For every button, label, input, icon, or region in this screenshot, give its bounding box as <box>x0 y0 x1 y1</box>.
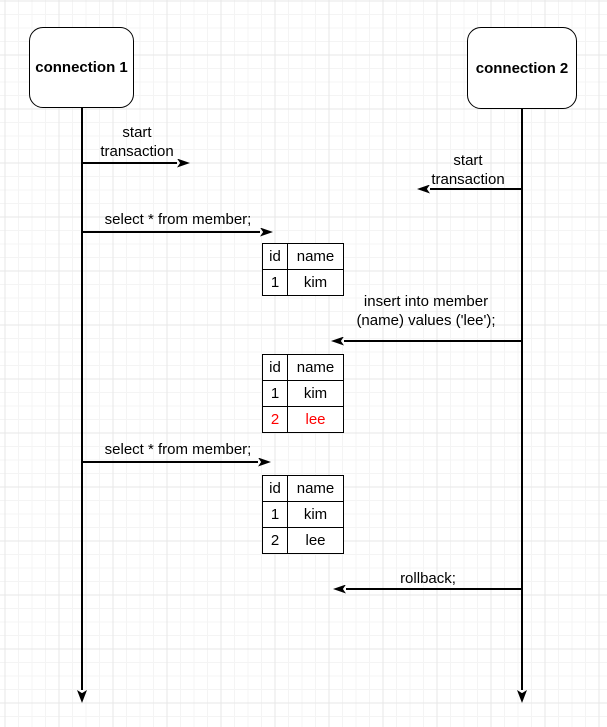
table-cell: 1 <box>262 269 288 296</box>
message-label-insert[interactable]: insert into member (name) values ('lee')… <box>316 292 536 330</box>
table-header-name: name <box>287 243 344 270</box>
table-header-row: id name <box>262 354 344 381</box>
table-header-id: id <box>262 243 288 270</box>
message-label-line: transaction <box>431 171 505 188</box>
message-line-start-transaction-2[interactable] <box>430 188 523 190</box>
lifeline-connection-2[interactable] <box>521 109 523 690</box>
message-line-select-2[interactable] <box>82 461 258 463</box>
table-cell: kim <box>287 269 344 296</box>
arrowhead-left-icon <box>331 336 344 346</box>
message-label-line: select * from member; <box>104 441 252 458</box>
table-cell-highlighted: lee <box>287 406 344 433</box>
table-cell: kim <box>287 501 344 528</box>
table-header-row: id name <box>262 475 344 502</box>
message-label-start-transaction-2[interactable]: start transaction <box>398 151 538 189</box>
table-header-name: name <box>287 354 344 381</box>
message-line-insert[interactable] <box>344 340 523 342</box>
table-row: 1 kim <box>262 501 344 528</box>
lifeline-1-arrow-down-icon <box>77 690 87 703</box>
result-table-1[interactable]: id name 1 kim <box>262 243 344 296</box>
table-cell: 1 <box>262 380 288 407</box>
table-header-row: id name <box>262 243 344 270</box>
message-label-line: rollback; <box>400 570 456 587</box>
message-label-line: select * from member; <box>104 211 252 228</box>
actor-box-connection-1[interactable]: connection 1 <box>29 27 134 108</box>
message-label-select-2[interactable]: select * from member; <box>73 440 283 459</box>
arrowhead-left-icon <box>333 584 346 594</box>
table-row: 1 kim <box>262 269 344 296</box>
message-label-rollback[interactable]: rollback; <box>358 569 498 588</box>
message-label-line: start <box>453 152 483 169</box>
table-row: 1 kim <box>262 380 344 407</box>
arrowhead-right-icon <box>258 457 271 467</box>
message-label-line: (name) values ('lee'); <box>356 312 496 329</box>
message-label-line: transaction <box>100 143 174 160</box>
message-label-select-1[interactable]: select * from member; <box>73 210 283 229</box>
actor-box-connection-2[interactable]: connection 2 <box>467 27 577 109</box>
arrowhead-right-icon <box>260 227 273 237</box>
message-line-select-1[interactable] <box>82 231 260 233</box>
message-label-line: insert into member <box>363 293 489 310</box>
table-cell: kim <box>287 380 344 407</box>
table-header-id: id <box>262 475 288 502</box>
table-header-id: id <box>262 354 288 381</box>
arrowhead-left-icon <box>417 184 430 194</box>
message-label-start-transaction-1[interactable]: start transaction <box>67 123 207 161</box>
arrowhead-right-icon <box>177 158 190 168</box>
lifeline-2-arrow-down-icon <box>517 690 527 703</box>
message-line-rollback[interactable] <box>346 588 523 590</box>
table-cell: lee <box>287 527 344 554</box>
result-table-3[interactable]: id name 1 kim 2 lee <box>262 475 344 554</box>
message-line-start-transaction-1[interactable] <box>82 162 177 164</box>
table-cell: 2 <box>262 527 288 554</box>
table-header-name: name <box>287 475 344 502</box>
table-cell-highlighted: 2 <box>262 406 288 433</box>
table-row-highlighted: 2 lee <box>262 406 344 433</box>
table-row: 2 lee <box>262 527 344 554</box>
message-label-line: start <box>122 124 152 141</box>
lifeline-connection-1[interactable] <box>81 108 83 690</box>
table-cell: 1 <box>262 501 288 528</box>
result-table-2[interactable]: id name 1 kim 2 lee <box>262 354 344 433</box>
